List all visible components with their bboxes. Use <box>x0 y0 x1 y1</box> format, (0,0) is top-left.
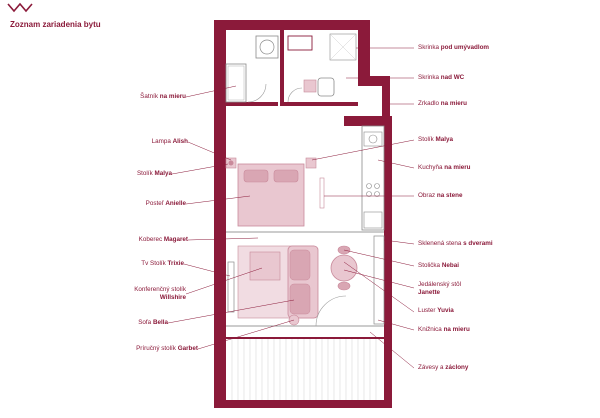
washing-machine <box>255 35 279 59</box>
toilet <box>317 77 335 97</box>
page-title: Zoznam zariadenia bytu <box>10 20 101 29</box>
leader-lines-right <box>311 47 415 369</box>
pillow <box>273 169 299 183</box>
label-curtains: Závesy a záclony <box>418 364 469 371</box>
painting <box>319 177 325 209</box>
label-kitchen: Kuchyňa na mieru <box>418 164 471 171</box>
label-wardrobe: Šatník na mieru <box>140 93 186 100</box>
label-bookshelf: Knižnica na mieru <box>418 326 470 333</box>
label-chandelier: Luster Yuvia <box>418 307 454 314</box>
wardrobe <box>225 63 247 103</box>
balcony-floor <box>231 338 377 400</box>
label-glass-wall: Sklenená stena s dverami <box>418 240 493 247</box>
walls <box>214 20 392 408</box>
label-side-table: Príručný stolík Garbet <box>136 345 198 352</box>
wc-cabinet <box>303 79 317 93</box>
label-tv-stand: Tv Stolík Trixie <box>141 260 184 267</box>
dining-table <box>330 254 358 282</box>
coffee-table <box>249 251 281 281</box>
label-mirror: Zrkadlo na mieru <box>418 100 467 107</box>
label-painting: Obraz na stene <box>418 192 463 199</box>
kitchen <box>361 125 385 231</box>
label-bed: Posteľ Anielle <box>145 200 186 207</box>
door-arc <box>247 83 267 103</box>
chair <box>337 281 351 291</box>
label-wc-cabinet: Skrinka nad WC <box>418 74 465 81</box>
label-chair: Stolička Nebai <box>418 262 459 269</box>
leader-lines-left <box>167 85 295 350</box>
sink-cabinet <box>287 35 313 51</box>
label-nightstand-left: Stolík Malya <box>136 170 172 177</box>
page-header: Zoznam zariadenia bytu <box>6 2 206 32</box>
lamp <box>228 160 234 166</box>
label-nightstand-right: Stolík Malya <box>418 136 454 143</box>
double-chevron-icon <box>7 2 33 13</box>
label-sink-cabinet: Skrinka pod umývadlom <box>418 44 490 51</box>
nightstand <box>305 157 317 169</box>
pillow <box>243 169 269 183</box>
label-lamp: Lampa Alish <box>151 138 188 145</box>
label-rug: Koberec Magaret <box>138 236 188 243</box>
bookshelf <box>373 235 385 325</box>
tv-stand <box>227 261 235 313</box>
label-sofa: Sofa Bella <box>138 319 168 326</box>
